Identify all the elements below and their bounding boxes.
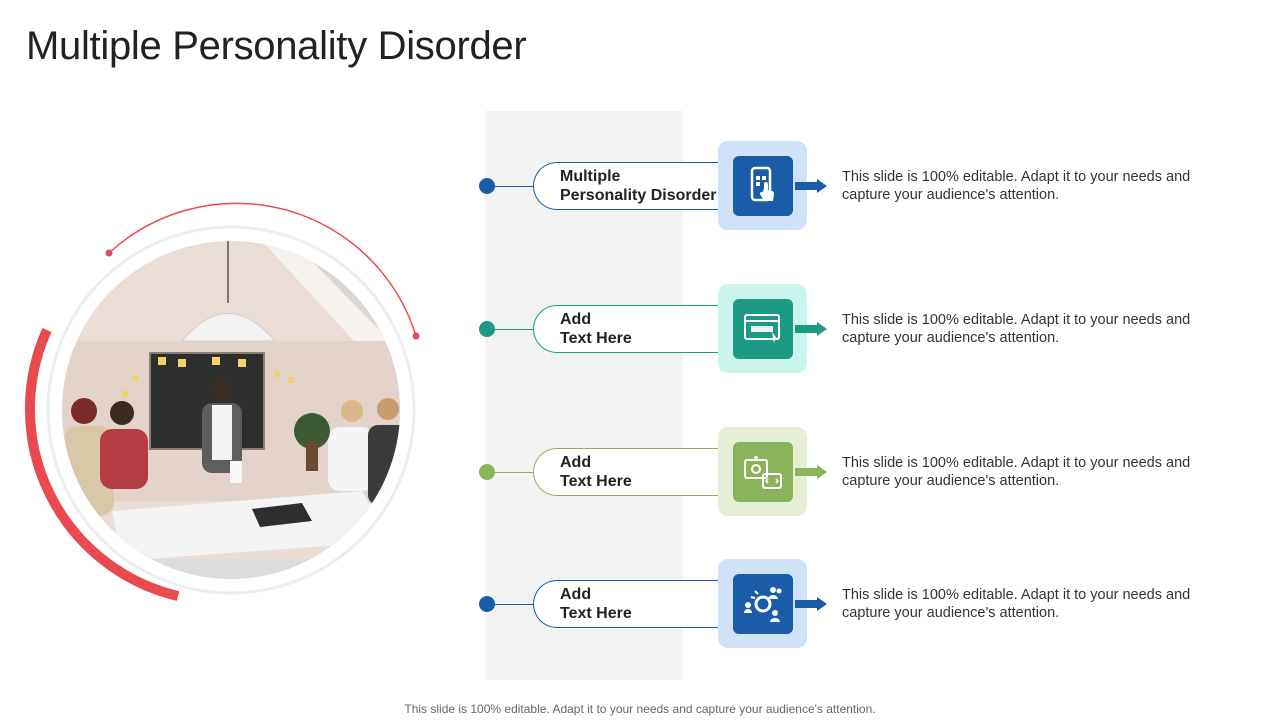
list-item: Add Text Here This slide is 100% editabl… — [0, 0, 1280, 516]
label-pill — [533, 448, 753, 496]
timeline-dot — [479, 596, 495, 612]
arrow-icon — [795, 322, 827, 336]
timeline-dot — [479, 321, 495, 337]
office-meeting-photo — [62, 241, 400, 579]
photo-circle — [20, 200, 440, 620]
icon-badge — [733, 299, 793, 359]
item-label: Multiple Personality Disorder — [560, 167, 717, 205]
item-label-line1: Add — [560, 311, 592, 328]
footer-note: This slide is 100% editable. Adapt it to… — [404, 702, 876, 716]
item-description: This slide is 100% editable. Adapt it to… — [842, 587, 1191, 621]
arrow-icon — [795, 179, 827, 193]
page-title: Multiple Personality Disorder — [26, 24, 527, 68]
team-network-icon — [744, 587, 782, 622]
list-item: Multiple Personality Disorder This slide… — [0, 0, 1280, 230]
item-label-line2: Text Here — [560, 330, 632, 347]
label-pill — [533, 305, 753, 353]
label-pill — [533, 162, 753, 210]
item-description: This slide is 100% editable. Adapt it to… — [842, 455, 1191, 489]
item-label: Add Text Here — [560, 310, 632, 348]
arrow-icon — [795, 465, 827, 479]
item-description: This slide is 100% editable. Adapt it to… — [842, 312, 1191, 346]
item-description: This slide is 100% editable. Adapt it to… — [842, 169, 1191, 203]
list-item: Add Text Here This slide is 100% editabl… — [0, 0, 1280, 373]
connector-line — [495, 604, 535, 605]
item-label: Add Text Here — [560, 585, 632, 623]
connector-line — [495, 186, 535, 187]
item-label-line1: Add — [560, 454, 592, 471]
mobile-touch-icon — [750, 166, 775, 202]
icon-badge — [733, 574, 793, 634]
timeline-dot — [479, 178, 495, 194]
item-label-line2: Text Here — [560, 473, 632, 490]
item-label-line1: Add — [560, 586, 592, 603]
item-label: Add Text Here — [560, 453, 632, 491]
item-label-line1: Multiple — [560, 168, 621, 185]
connector-line — [495, 329, 535, 330]
timeline-dot — [479, 464, 495, 480]
connector-line — [495, 472, 535, 473]
label-pill — [533, 580, 753, 628]
list-item: Add Text Here This slide is 100% editabl… — [0, 0, 1280, 648]
icon-badge — [733, 156, 793, 216]
icon-badge — [733, 442, 793, 502]
website-icon — [744, 314, 780, 343]
arrow-icon — [795, 597, 827, 611]
item-label-line2: Text Here — [560, 605, 632, 622]
web-development-icon — [744, 456, 782, 489]
item-label-line2: Personality Disorder — [560, 187, 717, 204]
